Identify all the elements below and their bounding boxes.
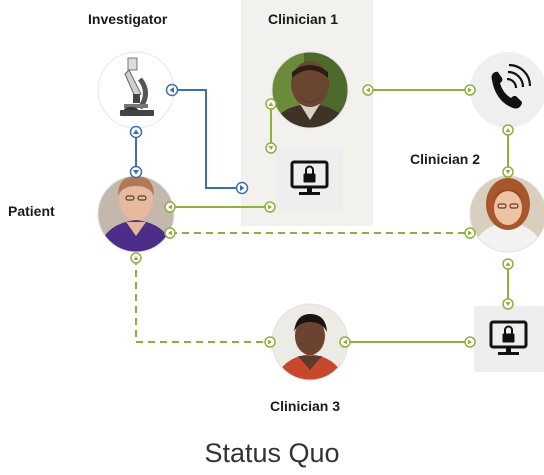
connector-endpoints (129, 83, 514, 348)
patient-label: Patient (8, 203, 55, 219)
clinician2-avatar (470, 176, 544, 252)
connector-endpoint (264, 201, 276, 213)
clinician2-device-node (474, 306, 544, 372)
connector-endpoint (264, 336, 276, 348)
connector-endpoint (165, 83, 179, 97)
connections (135, 89, 509, 343)
connector-endpoint (130, 252, 142, 264)
connector-endpoint (502, 166, 514, 178)
locked-computer-icon (489, 320, 528, 355)
connector-endpoint (502, 124, 514, 136)
phone-icon (491, 63, 532, 109)
link-patient-clinician3-dashed (135, 258, 270, 343)
connector-endpoint (362, 84, 374, 96)
clinician1-label: Clinician 1 (268, 11, 339, 27)
connector-endpoint (265, 142, 277, 154)
connector-endpoint (502, 258, 514, 270)
connector-endpoint (464, 84, 476, 96)
investigator-node (97, 51, 175, 129)
clinician1-avatar (272, 52, 348, 128)
connector-endpoint (265, 98, 277, 110)
clinician1-device-node (276, 148, 343, 210)
connector-endpoint (235, 181, 249, 195)
connector-endpoint (129, 125, 143, 139)
microscope-icon (120, 57, 154, 116)
connector-endpoint (502, 298, 514, 310)
investigator-label: Investigator (88, 11, 168, 27)
connector-endpoint (464, 336, 476, 348)
diagram-caption: Status Quo (204, 438, 340, 468)
locked-computer-icon (290, 160, 329, 195)
phone-node (470, 52, 544, 128)
link-investigator-clinician1-device (172, 89, 242, 189)
patient-avatar (98, 176, 174, 252)
clinician3-label: Clinician 3 (270, 398, 341, 414)
connector-endpoint (129, 165, 143, 179)
connector-endpoint (464, 227, 476, 239)
connector-endpoint (164, 227, 176, 239)
clinician3-avatar (272, 304, 348, 380)
connector-endpoint (164, 201, 176, 213)
connector-endpoint (339, 336, 351, 348)
clinician2-label: Clinician 2 (410, 151, 481, 167)
